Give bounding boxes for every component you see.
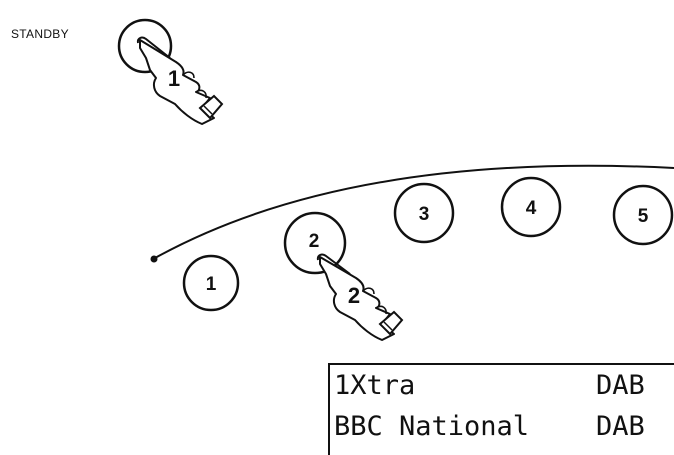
preset-button-5[interactable]: 5 <box>612 184 674 246</box>
station-name: BBC National <box>334 411 530 442</box>
standby-step-number: 1 <box>168 66 180 91</box>
preset-step-number: 2 <box>348 283 360 308</box>
lcd-line-2: BBC National DAB <box>334 413 645 440</box>
station-band: DAB <box>596 411 645 442</box>
pointing-hand-icon <box>136 36 224 125</box>
preset-arc <box>154 164 674 259</box>
arc-start-dot <box>150 255 158 263</box>
preset-button-4[interactable]: 4 <box>500 176 562 238</box>
pointing-hand-icon <box>316 253 404 341</box>
preset-button-1[interactable]: 1 <box>182 254 240 312</box>
preset-button-3[interactable]: 3 <box>393 182 455 244</box>
station-band: DAB <box>596 370 645 401</box>
preset-button-3-label: 3 <box>419 204 430 225</box>
preset-button-2-label: 2 <box>309 231 320 252</box>
lcd-line-1: 1Xtra DAB <box>334 372 645 399</box>
preset-button-5-label: 5 <box>638 206 649 227</box>
preset-button-1-label: 1 <box>206 274 217 295</box>
station-name: 1Xtra <box>334 370 416 401</box>
standby-label: STANDBY <box>11 27 69 41</box>
preset-button-4-label: 4 <box>526 198 537 219</box>
